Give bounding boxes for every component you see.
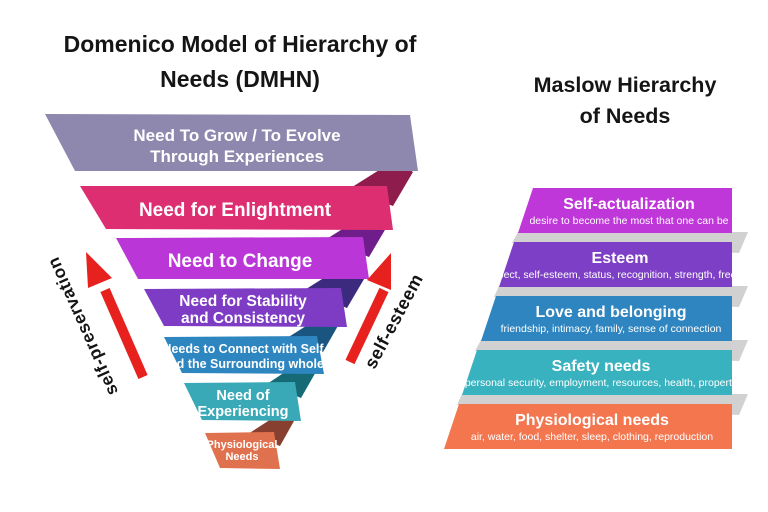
self-preservation-arrow-head-icon (86, 252, 112, 288)
maslow-label-safety: Safety needs (552, 358, 651, 375)
maslow-band-safety (462, 350, 732, 395)
maslow-label-physiological: Physiological needs (515, 412, 669, 429)
maslow-title-line1: Maslow Hierarchy (534, 73, 717, 97)
maslow-label-esteem: Esteem (592, 250, 649, 267)
self-preservation-arrow-shaft (100, 287, 148, 380)
funnel-label-level-4-line2: and Consistency (181, 310, 305, 327)
self-preservation-label: self-preservation (43, 254, 122, 399)
maslow-sublabel-self-actualization: desire to become the most that one can b… (529, 215, 728, 227)
maslow-title-line2: of Needs (580, 104, 671, 128)
dmhn-title-line1: Domenico Model of Hierarchy of (64, 31, 417, 57)
funnel-label-level-5-line1: Needs to Connect with Self (162, 342, 324, 356)
funnel-band-level-2 (80, 186, 393, 230)
maslow-sublabel-love-belonging: friendship, intimacy, family, sense of c… (501, 323, 722, 335)
funnel-label-level-6-line2: Experiencing (197, 404, 288, 420)
funnel-label-level-2: Need for Enlightment (139, 200, 332, 221)
maslow-band-self-actualization (518, 188, 732, 233)
maslow-band-love-belonging (481, 296, 732, 341)
funnel-label-level-3: Need to Change (168, 251, 313, 272)
funnel-band-level-7 (205, 432, 280, 469)
funnel-label-level-7-line1: Physiological (207, 439, 278, 451)
dmhn-funnel-diagram: Domenico Model of Hierarchy of Needs (DM… (43, 31, 427, 469)
funnel-label-level-7-line2: Needs (225, 451, 258, 463)
funnel-band-level-6 (184, 382, 301, 421)
maslow-band-esteem (499, 242, 732, 287)
funnel-label-level-1-line2: Through Experiences (150, 147, 324, 166)
self-esteem-arrow (345, 253, 391, 365)
funnel-band-level-1 (45, 114, 418, 171)
funnel-label-level-1-line1: Need To Grow / To Evolve (133, 126, 340, 145)
maslow-label-love-belonging: Love and belonging (535, 304, 686, 321)
dmhn-title-line2: Needs (DMHN) (160, 66, 320, 92)
funnel-label-level-6-line1: Need of (216, 388, 269, 404)
maslow-label-self-actualization: Self-actualization (563, 196, 695, 213)
funnel-label-level-5-line2: and the Surrounding whole (162, 357, 324, 371)
self-preservation-arrow (86, 252, 148, 380)
funnel-label-level-4-line1: Need for Stability (179, 293, 307, 310)
maslow-sublabel-safety: personal security, employment, resources… (465, 377, 738, 389)
maslow-diagram: Maslow Hierarchy of Needs Self-actualiza… (444, 73, 757, 449)
funnel-band-level-4 (144, 288, 347, 327)
maslow-sublabel-physiological: air, water, food, shelter, sleep, clothi… (471, 431, 713, 443)
funnel-band-level-5 (164, 336, 324, 374)
maslow-sublabel-esteem: respect, self-esteem, status, recognitio… (483, 269, 757, 281)
self-esteem-arrow-shaft (345, 287, 389, 365)
maslow-band-physiological (444, 404, 732, 449)
funnel-band-level-3 (116, 237, 369, 279)
self-esteem-arrow-head-icon (367, 253, 391, 290)
